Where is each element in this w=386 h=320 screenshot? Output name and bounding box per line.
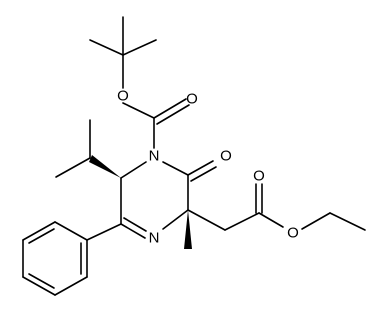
atom-label-ester-carbonyl-oxygen: O bbox=[253, 168, 265, 185]
bond-phenyl-2-3 bbox=[22, 221, 56, 241]
bond-ring-carbonyl-double-a bbox=[187, 160, 214, 176]
atom-label-boc-carbonyl-oxygen: O bbox=[186, 91, 198, 108]
bond-phenyl-5-6 bbox=[54, 276, 88, 296]
bond-n4-to-c5-double-a bbox=[120, 223, 146, 239]
isopropyl-group bbox=[55, 119, 121, 178]
wedge-bond-c6-to-isopropyl-ch bbox=[89, 155, 121, 178]
bond-phenyl-4-5 bbox=[22, 276, 56, 296]
atom-label-ring-nitrogen-amide: N bbox=[149, 148, 160, 165]
ester-side-chain bbox=[187, 183, 366, 231]
wedge-bond-quaternary-c-to-methyl bbox=[184, 210, 192, 249]
bond-ester-carbonyl-c-to-o bbox=[258, 212, 284, 228]
boc-carbamate-group bbox=[122, 98, 190, 149]
bond-n4-to-c5-double-b bbox=[123, 217, 147, 232]
bond-tbu-quaternary-c-to-ch3-left bbox=[89, 39, 124, 56]
bond-boc-carbonyl-double-a bbox=[153, 98, 187, 119]
atom-label-ester-alkoxy-oxygen: O bbox=[287, 225, 299, 242]
bond-o-to-ethyl-ch2 bbox=[301, 212, 331, 230]
phenyl-ring bbox=[22, 221, 122, 296]
bond-quaternary-c-to-ch2 bbox=[187, 209, 226, 231]
bond-phenyl-inner-a bbox=[28, 228, 55, 244]
bond-ch2-to-ester-carbonyl-c bbox=[224, 212, 260, 231]
atom-label-ring-carbonyl-oxygen: O bbox=[220, 148, 232, 165]
bond-phenyl-1-2 bbox=[54, 221, 88, 241]
bond-phenyl-inner-b bbox=[28, 273, 55, 289]
bond-c5-to-phenyl-ipso bbox=[86, 223, 122, 241]
bond-c6-to-n1 bbox=[120, 161, 147, 179]
bond-boc-carbonyl-double-b bbox=[156, 104, 190, 125]
bond-c-quaternary-to-n4 bbox=[162, 209, 189, 230]
bond-o-to-boc-carbonyl-c bbox=[122, 102, 155, 119]
bond-ethyl-ch2-to-ch3 bbox=[329, 212, 366, 231]
bond-isopropyl-ch-to-ch3-left bbox=[55, 157, 91, 178]
atom-label-ring-nitrogen-imine: N bbox=[149, 230, 160, 247]
bond-n1-to-c-carbonyl bbox=[162, 161, 189, 176]
tert-butyl-group bbox=[89, 16, 157, 89]
atom-labels: O O N O N O O bbox=[117, 88, 299, 247]
bond-ring-carbonyl-double-b bbox=[190, 166, 217, 182]
bond-tbu-quaternary-c-to-ch3-right bbox=[122, 39, 157, 56]
piperazinone-ring bbox=[120, 161, 189, 239]
ring-carbonyl bbox=[187, 160, 217, 182]
atom-label-boc-ester-oxygen: O bbox=[117, 88, 129, 105]
